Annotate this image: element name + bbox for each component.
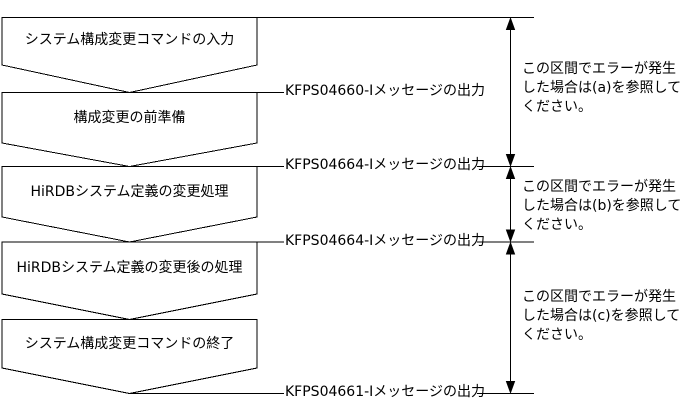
note-line: した場合は(b)を参照して	[522, 198, 682, 214]
dimension-arrow-c	[505, 241, 516, 394]
step-label-1: システム構成変更コマンドの入力	[24, 32, 235, 48]
step-box-5	[1, 319, 258, 395]
arrow-down-icon	[505, 154, 516, 167]
arrow-down-icon	[505, 229, 516, 243]
note-line: この区間でエラーが発生	[522, 179, 676, 195]
message-label-3: KFPS04664-Iメッセージの出力	[285, 233, 485, 249]
note-line: この区間でエラーが発生	[522, 289, 676, 305]
note-section-c: この区間でエラーが発生 した場合は(c)を参照して ください。	[522, 288, 680, 345]
message-label-1: KFPS04660-Iメッセージの出力	[285, 83, 485, 99]
note-line: この区間でエラーが発生	[522, 61, 676, 77]
step-box-2	[1, 92, 258, 168]
dimension-arrow-a	[505, 17, 516, 167]
note-line: ください。	[522, 327, 592, 343]
message-label-2: KFPS04664-Iメッセージの出力	[285, 157, 485, 173]
step-box-3	[1, 166, 258, 243]
step-label-5: システム構成変更コマンドの終了	[24, 336, 235, 352]
note-section-a: この区間でエラーが発生 した場合は(a)を参照して ください。	[522, 60, 681, 117]
step-label-3: HiRDBシステム定義の変更処理	[30, 184, 229, 200]
step-label-4: HiRDBシステム定義の変更後の処理	[16, 260, 243, 276]
arrow-up-icon	[505, 17, 516, 30]
note-line: ください。	[522, 217, 592, 233]
arrow-up-icon	[505, 241, 516, 255]
note-line: した場合は(c)を参照して	[522, 308, 681, 324]
dimension-arrow-b	[505, 166, 516, 243]
note-line: した場合は(a)を参照して	[522, 80, 682, 96]
step-box-1	[1, 17, 258, 94]
message-label-4: KFPS04661-Iメッセージの出力	[285, 384, 485, 400]
arrow-up-icon	[505, 166, 516, 179]
arrow-down-icon	[505, 381, 516, 394]
step-box-4	[1, 241, 258, 321]
step-label-2: 構成変更の前準備	[73, 110, 186, 126]
note-line: ください。	[522, 99, 592, 115]
note-section-b: この区間でエラーが発生 した場合は(b)を参照して ください。	[522, 178, 681, 235]
